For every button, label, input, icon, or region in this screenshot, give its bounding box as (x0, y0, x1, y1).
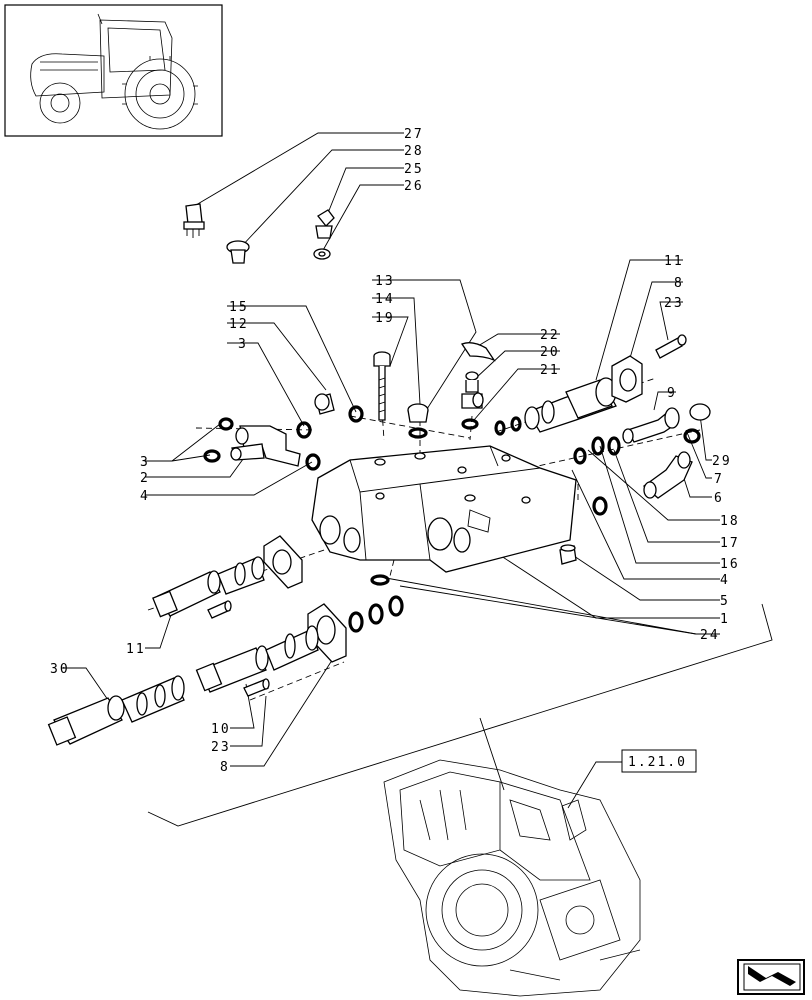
o-ring-3c[interactable] (203, 449, 221, 463)
o-ring-21[interactable] (461, 418, 479, 430)
solenoid-valve-11-right[interactable] (524, 377, 617, 433)
callout-4-left: 4 (140, 489, 150, 504)
solenoid-valve-11-left[interactable] (152, 556, 265, 618)
callout-2: 2 (140, 471, 150, 486)
callout-23-right: 23 (664, 296, 684, 311)
o-ring-13[interactable] (408, 427, 428, 439)
cap-29[interactable] (689, 403, 711, 421)
callout-16: 16 (720, 557, 740, 572)
callout-24: 24 (700, 628, 720, 643)
pressure-switch-27[interactable] (183, 203, 205, 238)
callout-8-lower: 8 (220, 760, 230, 775)
valve-20[interactable] (461, 371, 484, 409)
callout-19: 19 (375, 311, 395, 326)
cartridge-9[interactable] (622, 407, 680, 444)
reference-box[interactable]: 1.21.0 (621, 749, 697, 773)
transmission-housing[interactable] (383, 759, 641, 997)
o-ring-17[interactable] (591, 436, 605, 456)
elbow-fitting-2[interactable] (230, 425, 301, 467)
callout-30: 30 (50, 662, 70, 677)
elbow-fitting-6[interactable] (642, 451, 693, 499)
callout-numbers: 27 28 25 26 13 14 19 15 12 3 22 20 21 11… (50, 127, 740, 775)
callout-5: 5 (720, 594, 730, 609)
callout-25: 25 (404, 162, 424, 177)
callout-18: 18 (720, 514, 740, 529)
callout-12: 12 (229, 317, 249, 332)
plug-28[interactable] (226, 240, 250, 264)
callout-1: 1 (720, 612, 730, 627)
callout-6: 6 (714, 491, 724, 506)
o-ring-7[interactable] (683, 428, 701, 444)
callout-11-left: 11 (126, 642, 146, 657)
callout-15: 15 (229, 300, 249, 315)
screw-23-right[interactable] (655, 334, 687, 359)
o-ring-18[interactable] (573, 447, 587, 465)
callout-20: 20 (540, 345, 560, 360)
pin-5[interactable] (559, 544, 577, 565)
callout-3-top: 3 (238, 337, 248, 352)
valve-body-1[interactable] (311, 445, 577, 573)
callout-27: 27 (404, 127, 424, 142)
callout-4-right: 4 (720, 573, 730, 588)
flange-8-right[interactable] (611, 355, 643, 403)
reference-label: 1.21.0 (628, 755, 687, 770)
callout-21: 21 (540, 363, 560, 378)
o-ring-4b[interactable] (592, 496, 608, 516)
tractor-thumbnail-icon[interactable] (4, 4, 223, 137)
callout-22: 22 (540, 328, 560, 343)
o-ring-4a[interactable] (305, 453, 321, 471)
callout-14: 14 (375, 292, 395, 307)
fitting-12[interactable] (314, 393, 335, 415)
callout-17: 17 (720, 536, 740, 551)
o-ring-24[interactable] (370, 574, 390, 586)
o-ring-lower-a[interactable] (348, 611, 364, 633)
callout-7: 7 (714, 472, 724, 487)
solenoid-valve-30[interactable] (47, 675, 185, 746)
screws-10-23[interactable] (243, 678, 270, 697)
o-ring-lower-c[interactable] (388, 595, 404, 617)
callout-3-left: 3 (140, 455, 150, 470)
bolt-19[interactable] (373, 351, 391, 421)
o-ring-15[interactable] (348, 405, 364, 423)
callout-13: 13 (375, 274, 395, 289)
o-ring-16[interactable] (607, 436, 621, 456)
callout-23-lower: 23 (211, 740, 231, 755)
flange-left[interactable] (263, 535, 303, 589)
o-ring-lower-b[interactable] (368, 603, 384, 625)
callout-8-right: 8 (674, 276, 684, 291)
solenoid-valve-lower[interactable] (195, 625, 319, 693)
leader-lines (62, 132, 773, 827)
washer-26[interactable] (313, 248, 331, 260)
callout-10: 10 (211, 722, 231, 737)
callout-28: 28 (404, 144, 424, 159)
callout-11-right: 11 (664, 254, 684, 269)
flange-8-lower[interactable] (307, 603, 347, 663)
o-ring-3b[interactable] (218, 417, 234, 431)
plug-14[interactable] (407, 403, 429, 423)
callout-9: 9 (667, 386, 677, 401)
callout-26: 26 (404, 179, 424, 194)
clip-22[interactable] (461, 342, 496, 362)
o-ring-right-b[interactable] (510, 416, 522, 432)
sensor-25[interactable] (315, 209, 335, 239)
o-ring-3a[interactable] (296, 421, 312, 439)
screw-left-top[interactable] (207, 600, 232, 619)
callout-29: 29 (712, 454, 732, 469)
next-page-arrow-icon[interactable] (737, 959, 805, 995)
o-ring-right-a[interactable] (494, 420, 506, 436)
